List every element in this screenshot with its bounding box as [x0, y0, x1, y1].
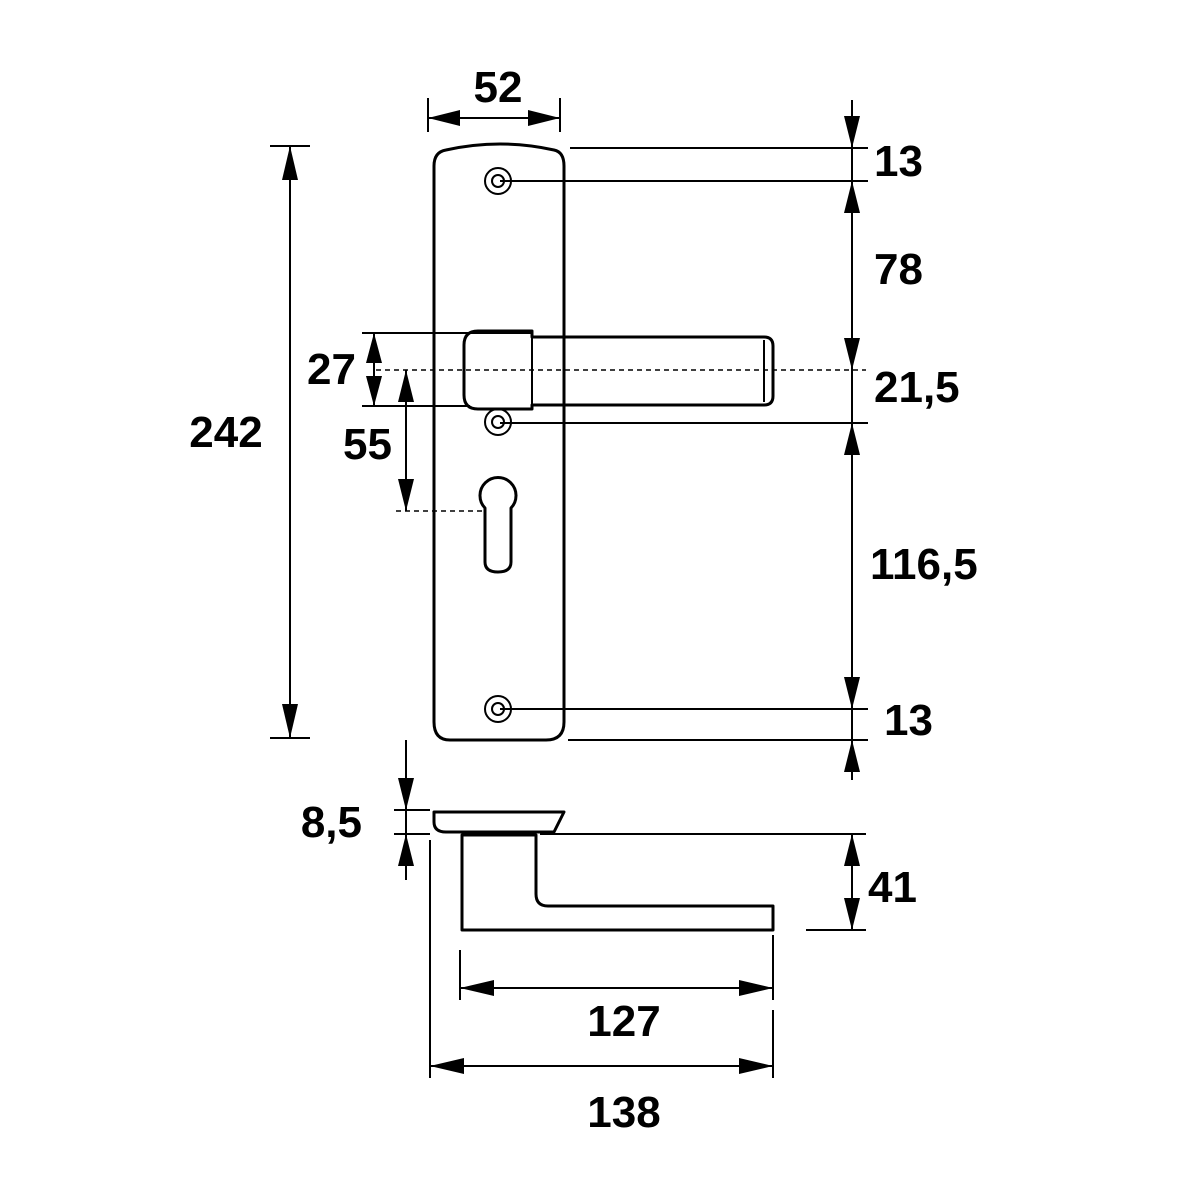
dim-overall-length: 138 [587, 1088, 660, 1137]
dim-handle-projection: 41 [868, 863, 917, 912]
backplate-front-view [432, 142, 566, 742]
dim-top-margin: 13 [874, 137, 923, 186]
dim-handle-offset: 21,5 [874, 363, 960, 412]
lever-side-profile [460, 833, 775, 932]
dim-total-height: 242 [189, 408, 262, 457]
keyhole-cylinder-cutout [478, 476, 518, 574]
lever-front-view [462, 329, 775, 411]
dimension-labels: 52 242 13 78 27 21,5 55 116,5 13 8,5 41 … [189, 63, 977, 1137]
dim-lever-length: 127 [587, 997, 660, 1046]
side-view [432, 810, 775, 932]
dim-lower-spacing: 116,5 [870, 540, 978, 589]
dim-handle-height: 27 [307, 345, 356, 394]
backplate-outline [432, 142, 566, 742]
dim-upper-spacing: 78 [874, 245, 923, 294]
dim-rose-thickness: 8,5 [301, 798, 362, 847]
dimension-lines [282, 100, 860, 1074]
rose-side-profile [432, 810, 566, 834]
lever-outline [462, 329, 775, 411]
dim-bottom-margin: 13 [884, 696, 933, 745]
dim-keyhole-offset: 55 [343, 420, 392, 469]
dim-width-top: 52 [474, 63, 523, 112]
